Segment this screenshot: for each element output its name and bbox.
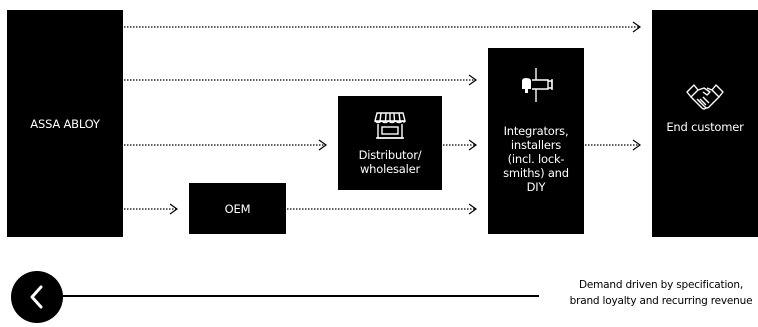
node-assa-abloy-label: ASSA ABLOY bbox=[30, 116, 100, 131]
node-distributor-label: Distributor/ wholesaler bbox=[358, 148, 422, 176]
caption-line-1: Demand driven by specification, bbox=[578, 279, 743, 291]
caption: Demand driven by specification, brand lo… bbox=[556, 277, 758, 309]
node-distributor: Distributor/ wholesaler bbox=[338, 96, 442, 190]
timeline-line bbox=[63, 295, 539, 297]
node-end-customer: End customer bbox=[652, 10, 758, 237]
node-oem: OEM bbox=[189, 183, 286, 234]
handshake-icon bbox=[686, 84, 724, 110]
back-button[interactable] bbox=[11, 271, 63, 323]
chevron-left-icon bbox=[30, 285, 43, 309]
node-oem-label: OEM bbox=[224, 201, 251, 216]
node-end-customer-label: End customer bbox=[666, 120, 744, 134]
key-lock-icon bbox=[522, 68, 553, 102]
node-assa-abloy: ASSA ABLOY bbox=[7, 10, 123, 237]
node-integrators: Integrators, installers (incl. lock- smi… bbox=[488, 48, 584, 234]
caption-line-2: brand loyalty and recurring revenue bbox=[569, 295, 753, 307]
flow-arrows bbox=[124, 21, 642, 215]
node-integrators-label: Integrators, installers (incl. lock- smi… bbox=[503, 124, 569, 194]
storefront-icon bbox=[374, 112, 406, 139]
